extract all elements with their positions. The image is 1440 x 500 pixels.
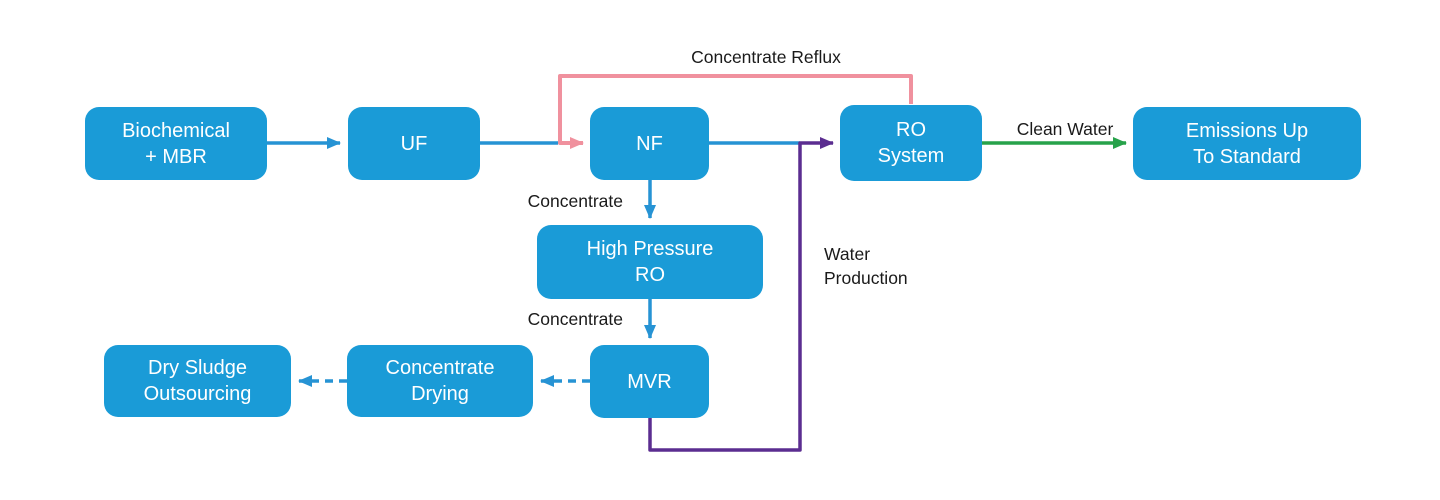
node-uf: UF <box>348 107 480 180</box>
label-concentrate-hpro: Concentrate <box>527 309 623 329</box>
node-emissions-up-to-standard: Emissions Up To Standard <box>1133 107 1361 180</box>
label-water-production: Water Production <box>824 244 908 288</box>
label-concentrate-nf: Concentrate <box>527 191 623 211</box>
label-clean-water: Clean Water <box>1016 119 1114 139</box>
node-nf: NF <box>590 107 709 180</box>
node-concentrate-drying: Concentrate Drying <box>347 345 533 417</box>
label-concentrate-reflux: Concentrate Reflux <box>691 47 841 67</box>
node-high-pressure-ro: High Pressure RO <box>537 225 763 299</box>
node-dry-sludge-outsourcing: Dry Sludge Outsourcing <box>104 345 291 417</box>
node-ro-system: RO System <box>840 105 982 181</box>
node-biochemical-mbr: Biochemical + MBR <box>85 107 267 180</box>
node-mvr: MVR <box>590 345 709 418</box>
